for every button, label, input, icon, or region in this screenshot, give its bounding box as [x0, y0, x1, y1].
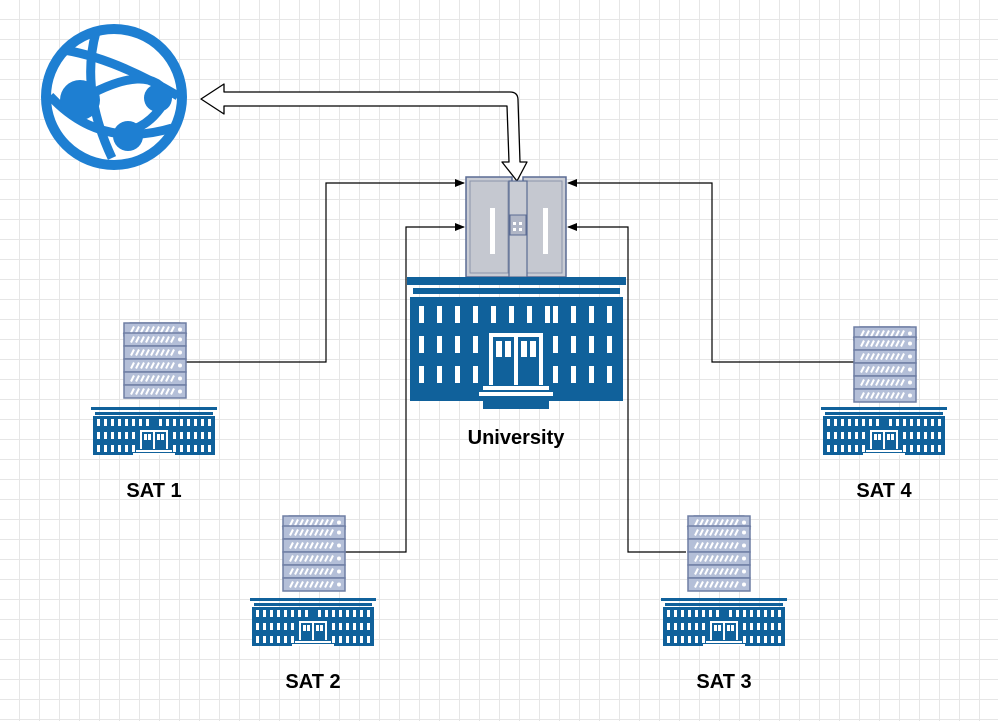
connector-sat4-university: [567, 179, 854, 363]
university-building-icon: [661, 598, 787, 646]
sat4-node: SAT 4: [821, 326, 947, 502]
web-globe-icon: [41, 24, 187, 170]
server-rack-icon: [123, 322, 187, 399]
mainframe-server-icon: [465, 176, 567, 278]
connector-sat3-university: [567, 223, 686, 553]
server-rack-icon: [687, 515, 751, 592]
sat3-node: SAT 3: [661, 515, 787, 693]
sat2-node: SAT 2: [250, 515, 376, 693]
sat2-label: SAT 2: [285, 671, 340, 693]
server-rack-icon: [853, 326, 917, 403]
server-rack-icon: [282, 515, 346, 592]
university-label: University: [468, 427, 566, 449]
connector-sat2-university: [344, 223, 465, 553]
connector-globe-university: [200, 83, 528, 182]
sat4-label: SAT 4: [856, 480, 912, 502]
sat1-node: SAT 1: [91, 322, 217, 502]
university-building-icon: [407, 277, 626, 409]
university-building-icon: [91, 407, 217, 455]
university-building-icon: [250, 598, 376, 646]
university-building-icon: [821, 407, 947, 455]
sat1-label: SAT 1: [126, 480, 181, 502]
sat3-label: SAT 3: [696, 671, 751, 693]
connector-sat1-university: [186, 179, 465, 363]
